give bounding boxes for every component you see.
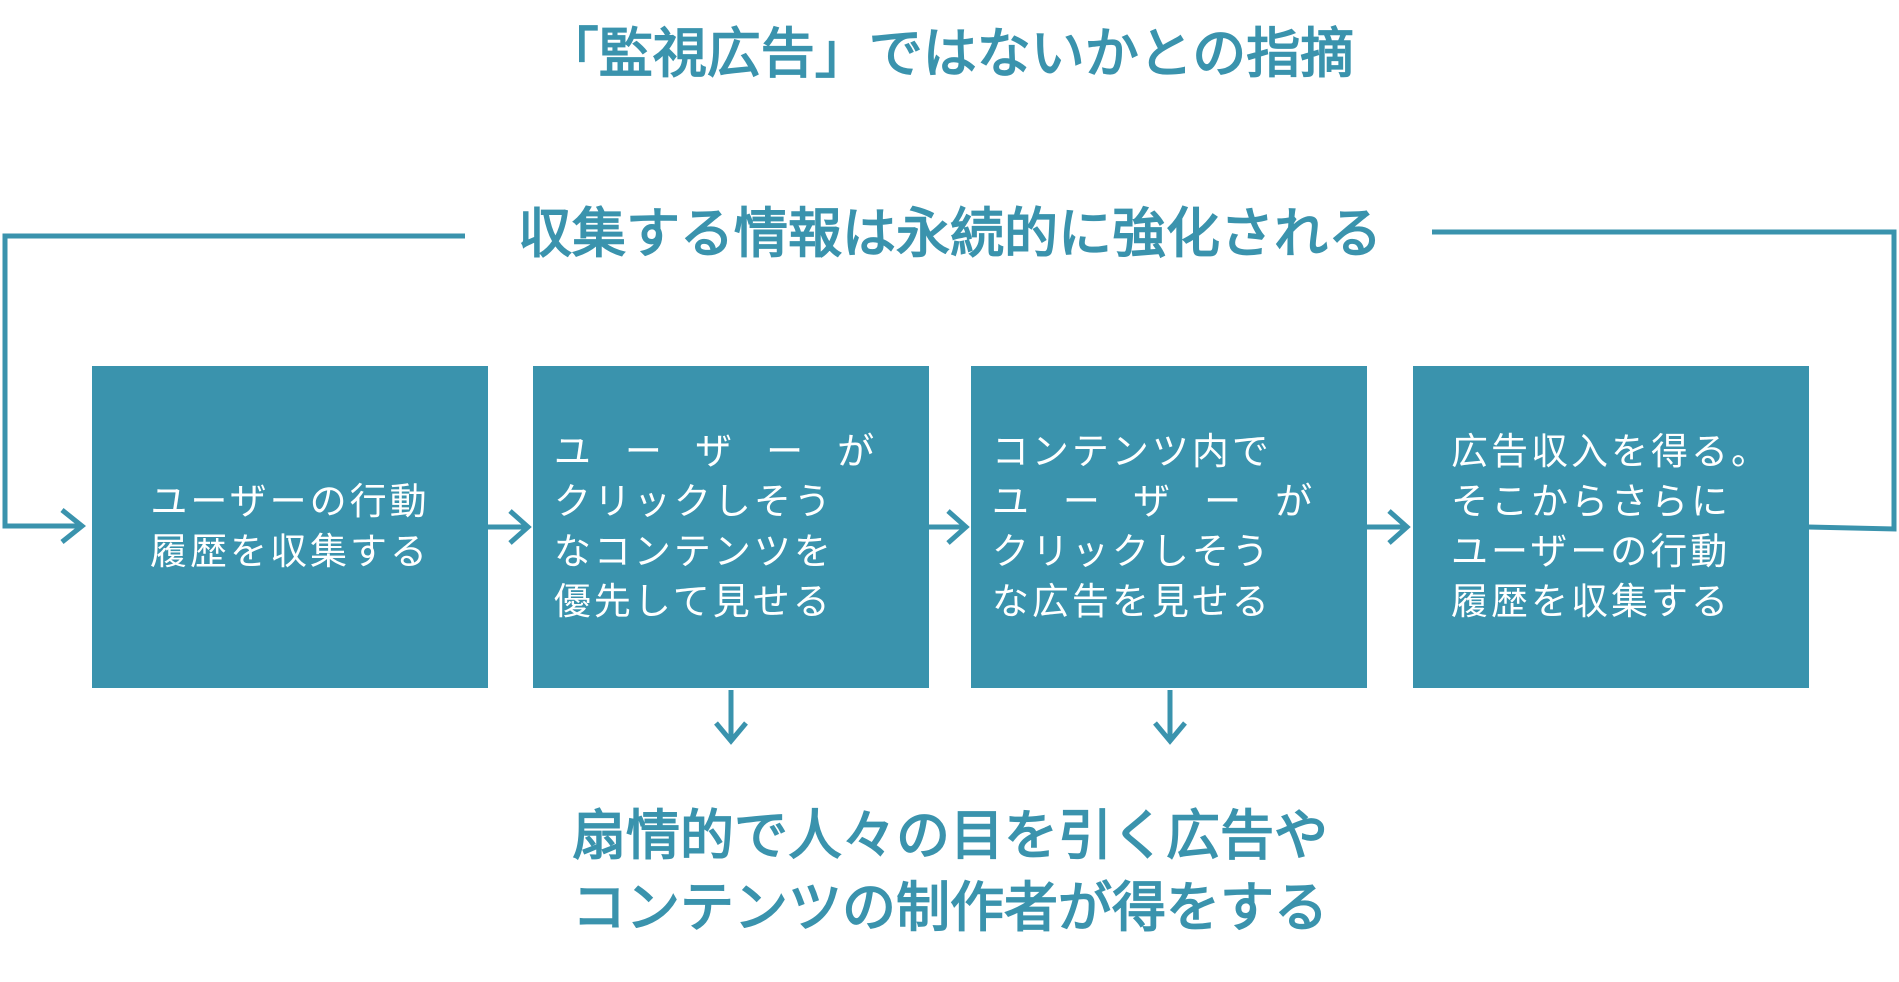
outcome-text: 扇情的で人々の目を引く広告や コンテンツの制作者が得をする [350, 800, 1550, 944]
step-line: なコンテンツを [553, 530, 834, 573]
step-box-show-content: ユーザーが クリックしそう なコンテンツを 優先して見せる [533, 366, 929, 688]
step-box-text: ユーザーの行動 履歴を収集する [150, 477, 430, 577]
step-line: な広告を見せる [991, 580, 1272, 623]
loop-label: 収集する情報は永続的に強化される [518, 202, 1382, 265]
step-box-show-ads: コンテンツ内で ユーザーが クリックしそう な広告を見せる [971, 366, 1367, 688]
step-line: 優先して見せる [553, 580, 833, 623]
step-line: ユーザーが [991, 480, 1347, 523]
arrowhead-3-4 [1387, 509, 1411, 545]
arrowhead-1-2 [508, 509, 532, 545]
down-arrowhead-box3 [1153, 721, 1187, 745]
step-box-text: 広告収入を得る。 そこからさらに ユーザーの行動 履歴を収集する [1451, 427, 1771, 627]
step-line: 履歴を収集する [150, 530, 430, 573]
step-box-text: コンテンツ内で ユーザーが クリックしそう な広告を見せる [992, 427, 1346, 627]
outcome-line-2: コンテンツの制作者が得をする [572, 876, 1328, 939]
step-line: そこからさらに [1451, 480, 1731, 523]
step-line: クリックしそう [991, 530, 1272, 573]
step-box-text: ユーザーが クリックしそう なコンテンツを 優先して見せる [554, 427, 908, 627]
step-line: 広告収入を得る。 [1451, 430, 1771, 473]
loop-connector [2, 233, 465, 529]
loop-connector-return [1432, 229, 1897, 532]
step-line: ユーザーが [553, 430, 909, 473]
step-line: ユーザーの行動 [150, 480, 430, 523]
diagram-title: 「監視広告」ではないかとの指摘 [544, 22, 1355, 85]
step-line: コンテンツ内で [991, 430, 1272, 473]
down-arrowhead-box2 [714, 721, 748, 745]
step-line: クリックしそう [553, 480, 834, 523]
arrowhead-2-3 [946, 509, 970, 545]
step-line: 履歴を収集する [1451, 580, 1731, 623]
step-box-ad-revenue: 広告収入を得る。 そこからさらに ユーザーの行動 履歴を収集する [1413, 366, 1809, 688]
step-line: ユーザーの行動 [1451, 530, 1731, 573]
step-box-collect-history: ユーザーの行動 履歴を収集する [92, 366, 488, 688]
loop-arrowhead [60, 508, 87, 544]
outcome-line-1: 扇情的で人々の目を引く広告や [572, 804, 1328, 867]
